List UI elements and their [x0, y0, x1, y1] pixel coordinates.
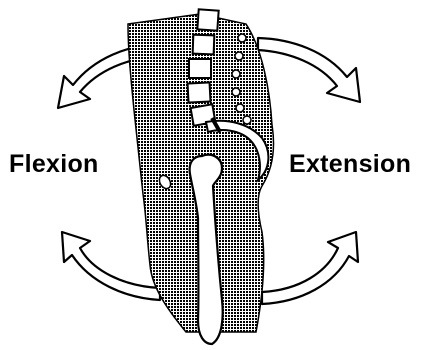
bottom-right-arrow-icon [262, 232, 358, 304]
extension-label: Extension [289, 152, 411, 177]
flexion-label: Flexion [9, 152, 99, 177]
top-right-arrow-icon [258, 38, 360, 102]
bottom-left-arrow-icon [62, 232, 160, 300]
